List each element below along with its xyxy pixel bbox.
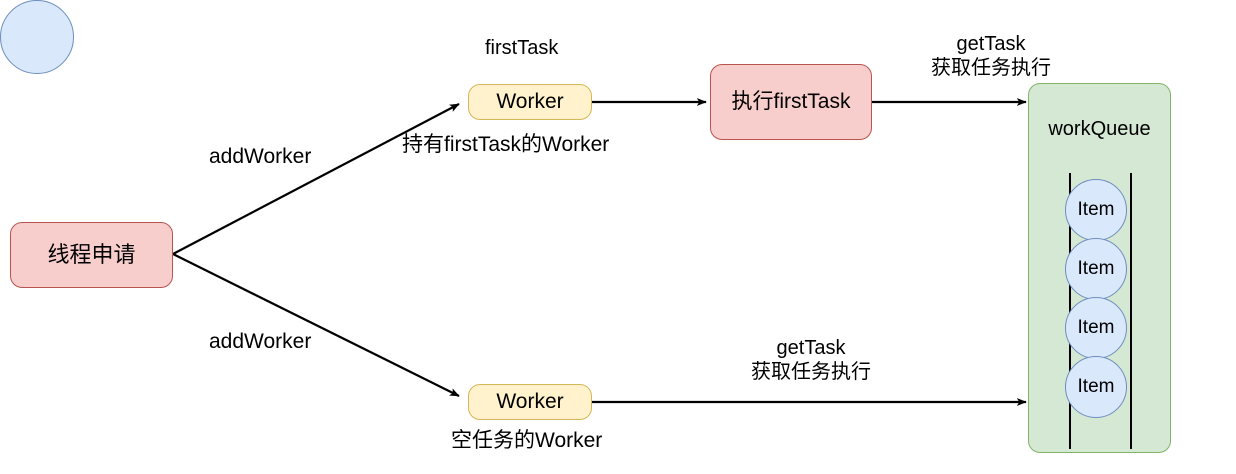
edge-addworker-top: [172, 103, 460, 255]
edge-label-gettask-bottom-line2: 获取任务执行: [751, 360, 871, 383]
queue-item-label: Item: [1077, 376, 1115, 398]
queue-item-label: Item: [1077, 199, 1115, 221]
queue-item[interactable]: Item: [1065, 238, 1127, 300]
node-worker-top-label: Worker: [496, 89, 564, 113]
first-task-circle[interactable]: [0, 0, 74, 74]
node-thread-request-label: 线程申请: [47, 242, 136, 268]
edge-label-gettask-bottom-line1: getTask: [776, 337, 846, 359]
queue-item-label: Item: [1077, 258, 1115, 280]
edge-label-worker-empty-task: 空任务的Worker: [451, 429, 603, 452]
edge-label-gettask-top-line1: getTask: [956, 33, 1026, 55]
queue-item[interactable]: Item: [1065, 297, 1127, 359]
node-execute-first-task[interactable]: 执行firstTask: [710, 64, 872, 140]
work-queue-title: workQueue: [1048, 118, 1151, 140]
node-thread-request[interactable]: 线程申请: [10, 222, 173, 288]
node-work-queue[interactable]: workQueue Item Item Item Item: [1028, 83, 1171, 453]
node-execute-first-task-label: 执行firstTask: [731, 89, 851, 113]
queue-item[interactable]: Item: [1065, 356, 1127, 418]
edge-addworker-bottom: [172, 253, 460, 397]
edge-label-gettask-top: getTask 获取任务执行: [901, 33, 1081, 80]
node-worker-bottom-label: Worker: [496, 389, 564, 413]
edge-label-gettask-top-line2: 获取任务执行: [931, 56, 1051, 79]
node-worker-bottom[interactable]: Worker: [468, 384, 592, 420]
node-worker-top[interactable]: Worker: [468, 84, 592, 120]
edge-label-addworker-top: addWorker: [209, 145, 311, 169]
first-task-label: firstTask: [485, 37, 559, 59]
edge-label-addworker-top-text: addWorker: [209, 145, 312, 168]
edge-label-addworker-bottom: addWorker: [209, 330, 312, 353]
edge-label-worker-with-firsttask: 持有firstTask的Worker: [402, 133, 610, 156]
queue-item-label: Item: [1077, 317, 1115, 339]
edge-label-gettask-bottom: getTask 获取任务执行: [721, 337, 901, 384]
queue-rail-right: [1130, 173, 1133, 449]
queue-item[interactable]: Item: [1065, 179, 1127, 241]
